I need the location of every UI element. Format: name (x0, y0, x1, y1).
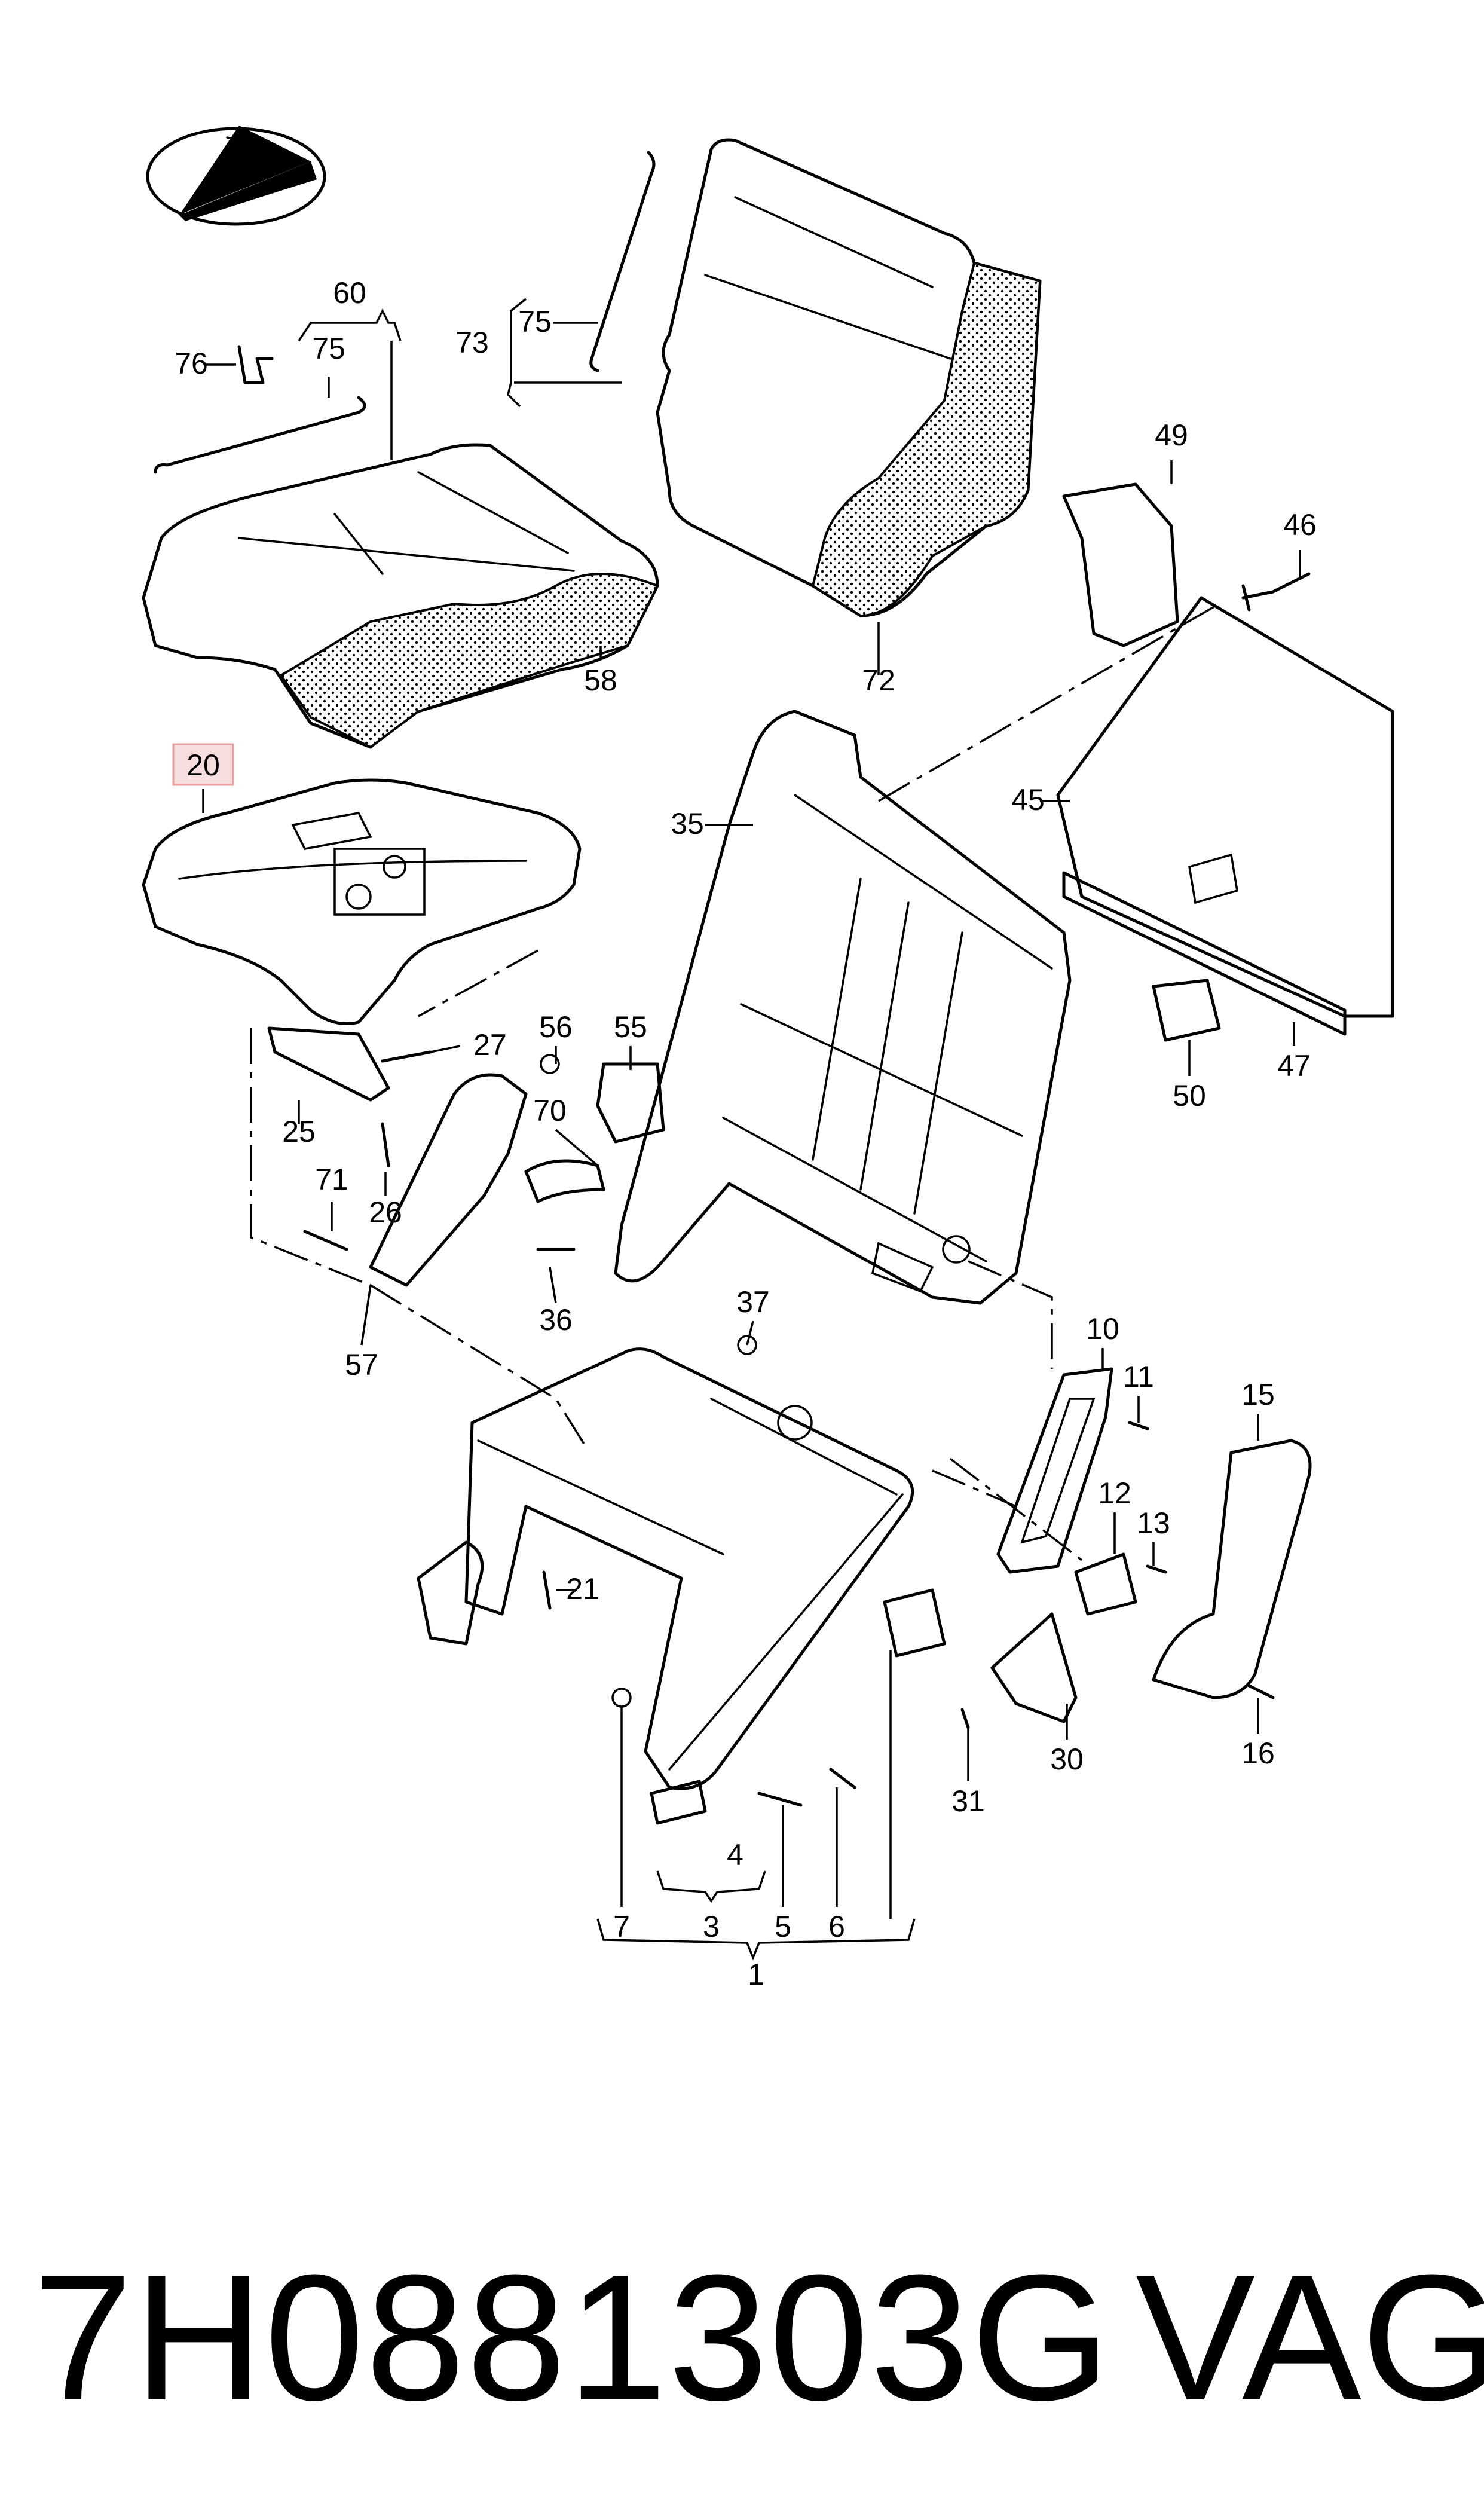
seat-base-frame (417, 1347, 946, 1790)
strap (524, 1159, 605, 1203)
callout-72: 72 (862, 664, 895, 697)
callout-45: 45 (1011, 783, 1045, 817)
screws (303, 1050, 1275, 1825)
callout-highlight (172, 743, 234, 786)
callout-70: 58 (584, 664, 617, 697)
callout-1: 1 (748, 1958, 764, 1991)
brand-label: VAG (1136, 2237, 1484, 2438)
assembly-line (949, 1457, 1083, 1561)
trim-cover (1062, 482, 1179, 647)
callout-31: 31 (951, 1784, 985, 1818)
callout-36: 36 (539, 1303, 573, 1337)
assembly-line (878, 603, 1220, 802)
callout-71: 60 (333, 276, 366, 310)
callout-57: 57 (345, 1348, 378, 1381)
callout-15: 15 (1241, 1378, 1275, 1411)
callout-20: 20 (186, 748, 220, 782)
assembly-line (250, 1028, 371, 1286)
callout-76: 76 (175, 347, 208, 380)
callout-12: 12 (1098, 1476, 1131, 1510)
callout-75b: 75 (518, 305, 552, 338)
callout-labels: 20 60 75 76 75 73 58 72 49 46 45 35 47 5… (175, 276, 1317, 1991)
group-bracket-73 (507, 298, 527, 408)
clip (237, 345, 274, 384)
callout-50: 50 (1173, 1079, 1206, 1112)
orientation-icon (146, 126, 326, 226)
backrest-frame (614, 710, 1072, 1305)
group-bracket-3 (656, 1870, 766, 1903)
trim-frame (996, 1367, 1113, 1574)
callout-27: 27 (473, 1028, 507, 1062)
callout-73: 73 (455, 326, 489, 359)
callout-16: 16 (1241, 1737, 1275, 1770)
assembly-line (968, 1260, 1053, 1369)
backrest-wire-rod (589, 151, 656, 372)
back-panel-handle (1188, 853, 1238, 904)
callout-49: 49 (1155, 418, 1188, 452)
leader-lines (202, 322, 1301, 1919)
switch-housing (1152, 979, 1221, 1042)
callout-7: 7 (613, 1910, 630, 1943)
callout-46: 46 (1283, 508, 1317, 542)
callout-55: 55 (614, 1010, 647, 1044)
callout-56: 56 (539, 1010, 573, 1044)
callout-47: 47 (1277, 1049, 1311, 1083)
assembly-line (418, 949, 538, 1017)
side-cover (1152, 1439, 1312, 1699)
callout-35: 35 (671, 807, 704, 840)
callout-25: 25 (282, 1115, 316, 1148)
footer: 7H0881303G VAG (0, 2224, 1484, 2451)
callout-30: 30 (1050, 1742, 1084, 1776)
callout-21: 21 (566, 1572, 599, 1606)
callout-10: 10 (1086, 1312, 1119, 1346)
callout-58: 71 (315, 1163, 348, 1196)
callout-60: 70 (533, 1094, 567, 1127)
back-panel-strip (1062, 871, 1347, 1036)
callout-75a: 75 (312, 332, 345, 365)
callout-3: 3 (703, 1910, 720, 1943)
back-panel (1056, 596, 1394, 1018)
callout-5: 5 (775, 1910, 791, 1943)
seat-cover (142, 443, 659, 749)
side-trim (369, 1073, 528, 1287)
callout-13: 13 (1137, 1506, 1170, 1540)
seat-wire-rod (154, 396, 366, 474)
backrest-cover (656, 138, 1042, 617)
callout-4: 4 (727, 1838, 743, 1872)
callout-37: 37 (736, 1285, 770, 1319)
bracket (267, 1026, 390, 1102)
callout-11: 11 (1123, 1360, 1154, 1393)
callout-26: 26 (369, 1196, 402, 1229)
exploded-parts-diagram: 20 60 75 76 75 73 58 72 49 46 45 35 47 5… (142, 126, 1394, 1991)
cover-30 (990, 1612, 1078, 1723)
rivet (1241, 572, 1311, 612)
group-bracket-71 (298, 308, 402, 341)
part-number: 7H0881303G (33, 2237, 1112, 2438)
callout-6: 6 (828, 1910, 845, 1943)
group-bracket-1 (596, 1918, 916, 1961)
bracket-12 (1074, 1552, 1137, 1616)
bracket-55 (596, 1062, 665, 1144)
seat-foam-pad (142, 778, 582, 1025)
assembly-line (932, 1469, 1017, 1508)
trim-frame-inner (1020, 1398, 1096, 1544)
assembly-line (370, 1284, 587, 1447)
